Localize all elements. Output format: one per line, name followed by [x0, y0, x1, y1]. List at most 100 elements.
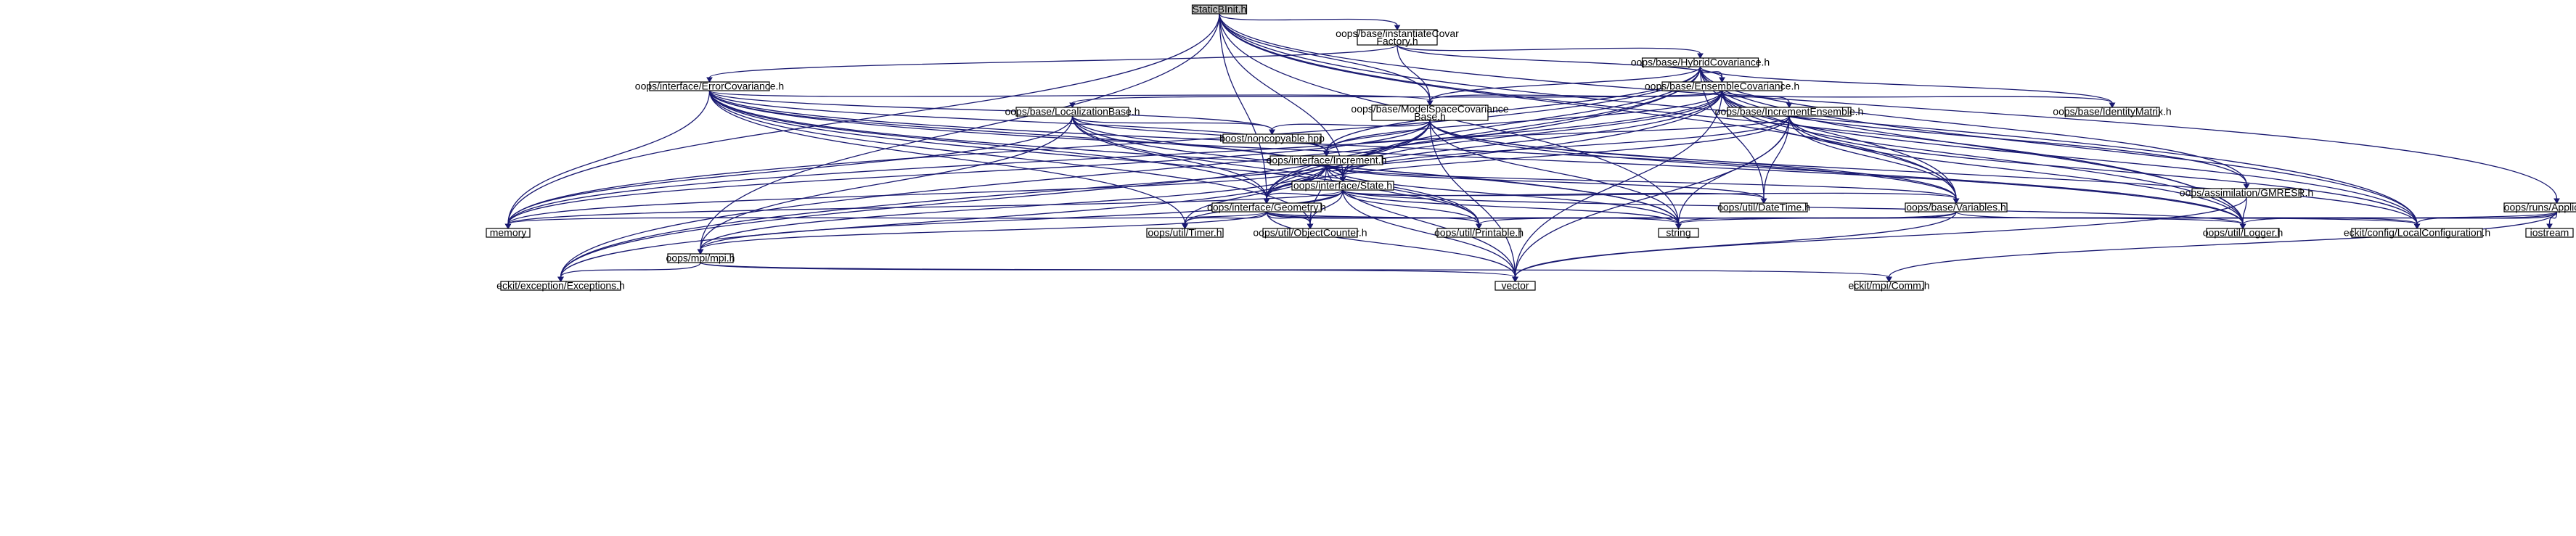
node-ecfg[interactable]: eckit/config/LocalConfiguration.h	[2344, 227, 2490, 239]
node-box	[1291, 181, 1394, 191]
node-label: eckit/config/LocalConfiguration.h	[2344, 227, 2490, 239]
node-objc[interactable]: oops/util/ObjectCounter.h	[1253, 227, 1367, 239]
node-label: oops/interface/ErrorCovariance.h	[635, 81, 784, 92]
edge-hyb-to-vars	[1699, 66, 1957, 199]
edge-ince-to-date	[1763, 115, 1790, 199]
edge-msc-to-exc	[560, 120, 1431, 278]
edge-inc-to-objc	[1309, 164, 1328, 225]
node-print[interactable]: oops/util/Printable.h	[1434, 227, 1524, 239]
edge-gmr-to-logger	[2242, 197, 2247, 225]
edge-gmr-to-vector	[1514, 197, 2247, 278]
edge-msc-to-vector	[1429, 120, 1516, 278]
edge-root-to-vars	[1219, 13, 1957, 199]
node-logger[interactable]: oops/util/Logger.h	[2203, 227, 2283, 239]
node-inc[interactable]: oops/interface/Increment.h	[1267, 154, 1387, 166]
node-label: vector	[1501, 280, 1529, 292]
edge-inc-to-string	[1325, 164, 1680, 225]
edge-state-to-mpi	[700, 189, 1344, 250]
edge-root-to-memory	[507, 13, 1220, 225]
node-memory[interactable]: memory	[486, 227, 531, 239]
node-gmr[interactable]: oops/assimilation/GMRESR.h	[2180, 187, 2313, 199]
edge-err-to-print	[708, 90, 1480, 225]
edge-app-to-ecfg	[2416, 211, 2558, 225]
edge-icf-to-hyb	[1397, 44, 1701, 54]
node-box	[486, 228, 531, 238]
node-timer[interactable]: oops/util/Timer.h	[1146, 227, 1224, 239]
edge-err-to-geo	[708, 90, 1267, 199]
node-ens[interactable]: oops/base/EnsembleCovariance.h	[1645, 81, 1799, 92]
node-idm[interactable]: oops/base/IdentityMatrix.h	[2053, 106, 2171, 117]
edge-arrowhead	[2243, 184, 2250, 189]
node-vars[interactable]: oops/base/Variables.h	[1905, 202, 2008, 213]
edge-arrowhead	[1394, 25, 1401, 30]
edge-ens-to-ecfg	[1721, 90, 2418, 225]
edge-root-to-geo	[1219, 13, 1267, 199]
edge-arrowhead	[504, 223, 512, 229]
edge-geo-to-memory	[507, 211, 1267, 225]
node-box	[2351, 228, 2483, 238]
node-iostream[interactable]: iostream	[2525, 227, 2574, 239]
node-box	[1357, 29, 1438, 46]
node-label: memory	[490, 227, 527, 239]
node-label: oops/assimilation/GMRESR.h	[2180, 187, 2313, 199]
node-label: StaticBInit.h	[1193, 4, 1247, 15]
edge-arrowhead	[557, 276, 564, 282]
node-box	[667, 253, 734, 263]
node-label: oops/util/ObjectCounter.h	[1253, 227, 1367, 239]
edge-arrowhead	[1675, 223, 1682, 229]
node-box	[1211, 202, 1322, 213]
edge-arrowhead	[1886, 276, 1892, 282]
node-box	[1641, 57, 1759, 67]
edge-err-to-logger	[708, 90, 2244, 225]
node-vector[interactable]: vector	[1495, 280, 1536, 292]
node-label: oops/util/Printable.h	[1434, 227, 1524, 239]
edge-arrowhead	[1719, 77, 1725, 83]
node-label: oops/runs/Application.h	[2504, 202, 2576, 213]
edge-arrowhead	[1476, 223, 1482, 229]
edge-app-to-comm	[1888, 211, 2558, 278]
edge-arrowhead	[1426, 100, 1434, 106]
edge-ince-to-ecfg	[1788, 115, 2418, 225]
edge-root-to-icf	[1219, 13, 1398, 26]
node-label: oops/interface/Geometry.h	[1207, 202, 1326, 213]
node-date[interactable]: oops/util/DateTime.h	[1717, 202, 1810, 213]
node-label: string	[1666, 227, 1690, 239]
node-label: oops/util/DateTime.h	[1717, 202, 1810, 213]
node-ince[interactable]: oops/base/IncrementEnsemble.h	[1715, 106, 1864, 117]
node-root[interactable]: StaticBInit.h	[1191, 4, 1248, 15]
node-string[interactable]: string	[1658, 227, 1699, 239]
edge-state-to-date	[1342, 189, 1765, 199]
edge-geo-to-timer	[1184, 211, 1267, 225]
edge-icf-to-msc	[1397, 44, 1431, 102]
node-boost[interactable]: boost/noncopyable.hpp	[1219, 133, 1325, 144]
edge-arrowhead	[1786, 102, 1793, 108]
edge-ens-to-memory	[507, 90, 1723, 225]
edge-inc-to-date	[1325, 164, 1765, 199]
edge-loc-to-mpi	[700, 115, 1074, 250]
node-loc[interactable]: oops/base/LocalizationBase.h	[1005, 106, 1140, 117]
node-box	[2525, 228, 2574, 238]
node-hyb[interactable]: oops/base/HybridCovariance.h	[1631, 57, 1770, 68]
node-box	[1436, 228, 1521, 238]
edge-loc-to-memory	[507, 115, 1074, 225]
edge-ens-to-exc	[560, 90, 1723, 278]
edge-app-to-iostream	[2548, 211, 2558, 225]
node-app[interactable]: oops/runs/Application.h	[2503, 202, 2576, 213]
edge-root-to-app	[1219, 13, 2558, 199]
node-label: oops/mpi/mpi.h	[666, 252, 735, 264]
node-comm[interactable]: eckit/mpi/Comm.h	[1848, 280, 1929, 292]
node-box	[1661, 81, 1783, 91]
nodes-layer: StaticBInit.h oops/base/instantiateCovarF…	[486, 4, 2576, 292]
node-exc[interactable]: eckit/exception/Exceptions.h	[496, 280, 625, 292]
node-mpi[interactable]: oops/mpi/mpi.h	[666, 252, 735, 264]
edge-err-to-msc	[708, 90, 1431, 102]
node-label: iostream	[2530, 227, 2569, 239]
node-box	[1658, 228, 1699, 238]
node-geo[interactable]: oops/interface/Geometry.h	[1207, 202, 1326, 213]
node-state[interactable]: oops/interface/State.h	[1291, 180, 1394, 191]
node-box	[1905, 202, 2008, 213]
node-box	[500, 281, 621, 291]
node-err[interactable]: oops/interface/ErrorCovariance.h	[635, 81, 784, 92]
